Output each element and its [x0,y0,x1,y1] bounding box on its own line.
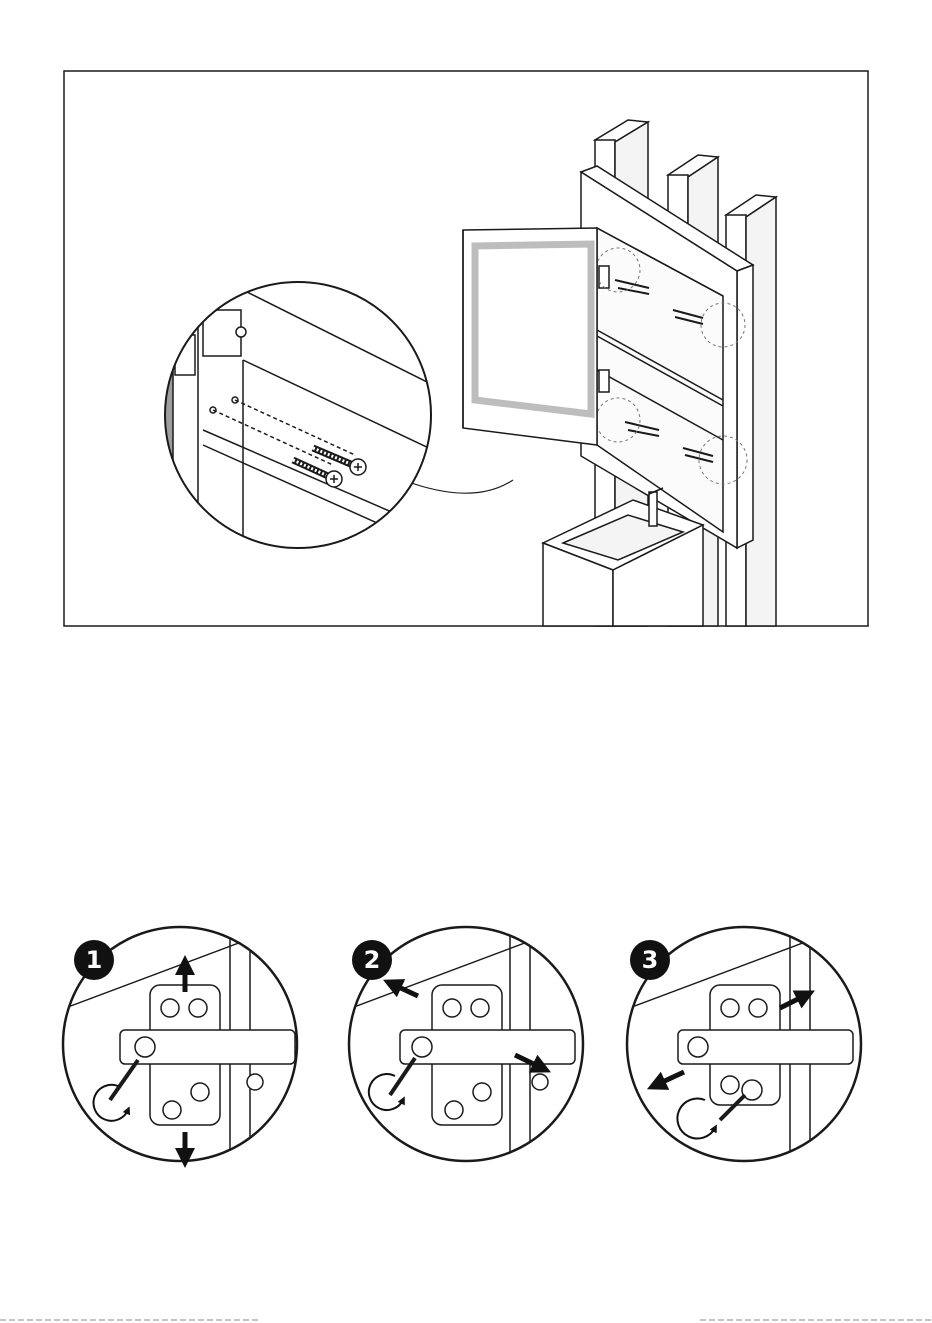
step-3-label: 3 [642,946,659,974]
step-2-label: 2 [364,946,381,974]
step-1-badge: 1 [74,940,114,980]
step-3-panel: 3 [624,920,864,1165]
mirror-door [463,228,597,445]
step-3-badge: 3 [630,940,670,980]
step-1-label: 1 [86,946,103,974]
zoom-connector [403,480,513,493]
step-2-panel: 2 [346,920,586,1165]
installation-illustration [63,70,869,627]
step-2-badge: 2 [352,940,392,980]
scan-artifact [0,1312,932,1323]
step-1-panel: 1 [60,920,300,1165]
zoom-detail [158,275,448,565]
hinge-adjustment-steps: 1 [0,900,932,1200]
